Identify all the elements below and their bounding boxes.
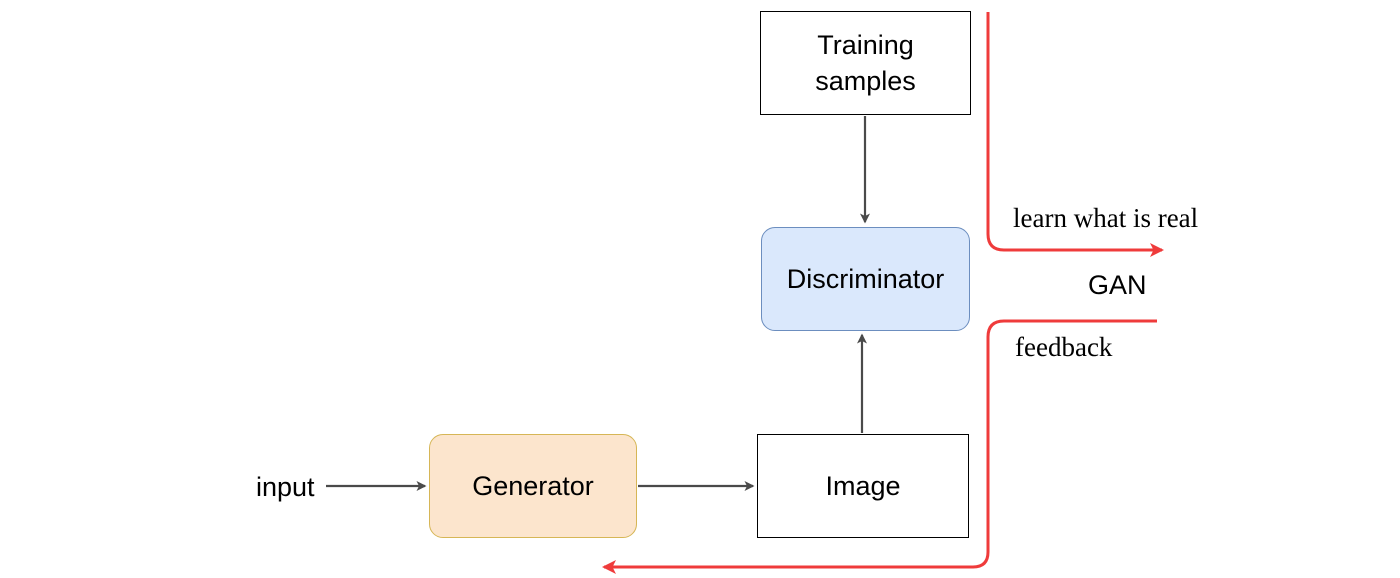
gan-label: GAN — [1088, 270, 1147, 300]
discriminator-label: Discriminator — [786, 264, 945, 294]
image-box: Image — [757, 434, 969, 538]
training-samples-line2: samples — [815, 66, 916, 96]
discriminator-box: Discriminator — [761, 227, 970, 331]
red-arrow-learn-what-is-real — [986, 12, 1164, 257]
training-samples-box: Training samples — [760, 11, 971, 115]
learn-what-is-real-label: learn what is real — [1013, 203, 1199, 233]
input-label: input — [256, 472, 315, 502]
generator-box: Generator — [429, 434, 637, 538]
feedback-label: feedback — [1015, 332, 1113, 362]
training-samples-line1: Training — [817, 30, 914, 60]
image-label: Image — [825, 471, 901, 501]
generator-label: Generator — [472, 471, 594, 501]
red-arrow-feedback — [602, 319, 1157, 574]
